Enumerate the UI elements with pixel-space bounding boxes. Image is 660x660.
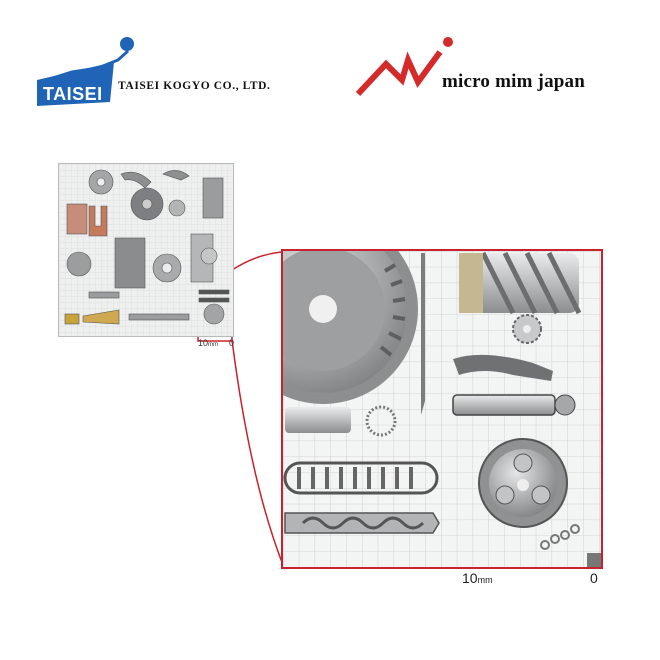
- thumbnail-scale-10: 10mm: [198, 338, 219, 348]
- svg-text:TAISEI: TAISEI: [43, 84, 103, 104]
- thumbnail-scale-0: 0: [229, 338, 235, 348]
- zoomed-detail: [281, 249, 603, 569]
- zoomed-parts-image: [283, 251, 601, 567]
- micro-mim-logo-icon: [356, 37, 453, 97]
- parts-thumbnail-image: [59, 164, 233, 336]
- taisei-logo: TAISEI: [37, 37, 134, 106]
- taisei-company-name: TAISEI KOGYO CO., LTD.: [118, 80, 271, 92]
- zoom-scale-0: 0: [590, 570, 598, 586]
- zoom-scale-10: 10mm: [462, 570, 493, 586]
- parts-thumbnail: [58, 163, 234, 337]
- micro-mim-japan-name: micro mim japan: [442, 71, 586, 92]
